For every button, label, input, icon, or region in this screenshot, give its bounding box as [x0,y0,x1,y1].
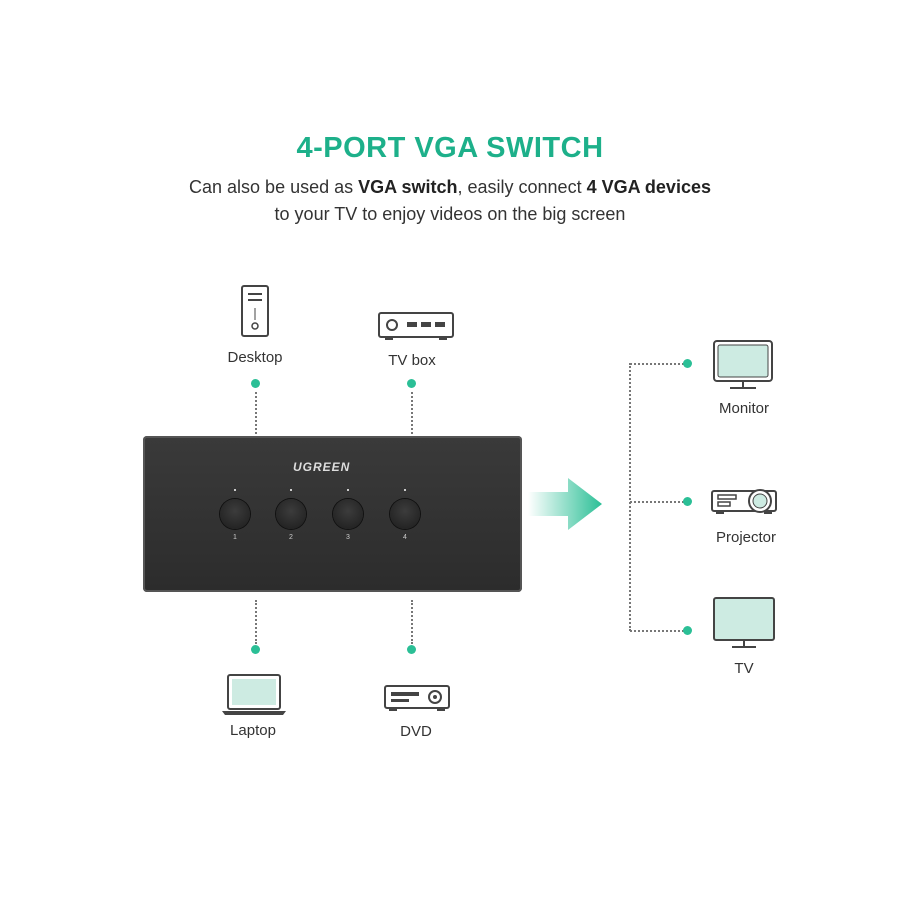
port-led [290,489,292,491]
connector-line [255,392,257,434]
connector-dot [683,359,692,368]
subtitle-bold: VGA switch [358,177,458,197]
projector-icon [711,489,777,514]
connector-dot [683,626,692,635]
port-button-4[interactable] [390,499,420,529]
connector-dot [251,645,260,654]
port-button-3[interactable] [333,499,363,529]
connector-dot [683,497,692,506]
desktop-label: Desktop [227,349,283,366]
subtitle-bold: 4 VGA devices [586,177,711,197]
connector-dot [407,379,416,388]
tv-box-label: TV box [388,352,436,369]
laptop-icon [222,674,286,715]
port-number: 1 [233,534,237,541]
connector-line [630,501,684,503]
output-trunk-line [629,363,631,631]
connector-line [255,600,257,644]
subtitle-line-1: Can also be used as VGA switch, easily c… [0,177,900,198]
port-button-2[interactable] [276,499,306,529]
port-number: 3 [346,534,350,541]
monitor-label: Monitor [718,400,770,417]
brand-logo: UGREEN [293,460,351,474]
subtitle-line-2: to your TV to enjoy videos on the big sc… [274,204,626,224]
port-button-1[interactable] [220,499,250,529]
connector-dot [407,645,416,654]
monitor-icon [713,340,773,389]
port-led [234,489,236,491]
tv-box-icon [378,312,454,340]
tv-icon [713,597,775,648]
port-number: 2 [289,534,293,541]
connector-line [630,630,684,632]
desktop-icon [241,285,269,337]
arrow-right-icon [528,478,602,530]
page-title: 4-PORT VGA SWITCH [296,132,604,164]
laptop-label: Laptop [230,722,276,739]
vga-switch-device: UGREEN 1 2 3 4 [143,436,522,592]
tv-label: TV [734,660,754,677]
port-led [347,489,349,491]
projector-label: Projector [715,529,777,546]
connector-line [630,363,684,365]
port-led [404,489,406,491]
connector-dot [251,379,260,388]
connector-line [411,600,413,644]
connector-line [411,392,413,434]
subtitle-text: Can also be used as [189,177,359,197]
dvd-label: DVD [400,723,432,740]
port-number: 4 [403,534,407,541]
dvd-icon [384,685,450,711]
subtitle-text: , easily connect [457,177,587,197]
